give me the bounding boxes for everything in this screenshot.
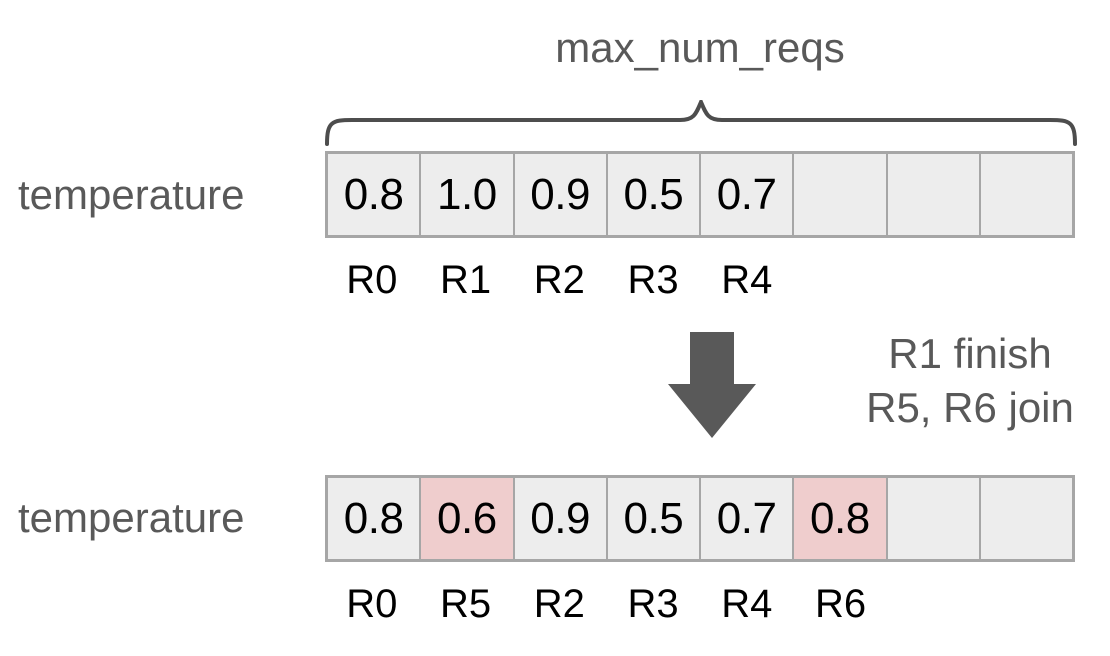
temperature-buffer-before: 0.8 1.0 0.9 0.5 0.7 — [325, 151, 1075, 238]
request-id-label: R4 — [721, 582, 773, 626]
request-id-label-empty — [888, 256, 982, 304]
buffer-cell-empty[interactable] — [887, 478, 981, 559]
page-title: max_num_reqs — [555, 24, 845, 71]
buffer-cell[interactable]: 0.9 — [514, 478, 608, 559]
buffer-cell-empty[interactable] — [980, 478, 1072, 559]
buffer-cell-empty[interactable] — [887, 154, 981, 235]
request-id-label-empty — [888, 580, 982, 628]
buffer-cell[interactable]: 1.0 — [421, 154, 515, 235]
buffer-cell[interactable]: 0.8 — [328, 154, 422, 235]
row-label-temperature-after: temperature — [18, 494, 245, 541]
buffer-cell[interactable]: 0.5 — [607, 478, 701, 559]
buffer-cell[interactable]: 0.8 — [328, 478, 422, 559]
buffer-cell[interactable]: 0.7 — [701, 478, 795, 559]
request-id-label-empty — [981, 256, 1075, 304]
request-id-label: R3 — [627, 258, 679, 302]
buffer-cell[interactable]: 0.9 — [514, 154, 608, 235]
buffer-cell-empty[interactable] — [980, 154, 1072, 235]
request-id-label: R6 — [815, 582, 867, 626]
transition-note-line: R5, R6 join — [866, 384, 1074, 431]
row-label-temperature-before: temperature — [18, 171, 245, 218]
curly-brace-horizontal-icon — [325, 100, 1077, 146]
request-id-label: R2 — [533, 258, 585, 302]
request-id-label: R5 — [440, 582, 492, 626]
transition-note: R1 finish R5, R6 join — [830, 327, 1110, 435]
request-id-label: R0 — [346, 582, 398, 626]
request-id-label: R0 — [346, 258, 398, 302]
request-id-label-empty — [981, 580, 1075, 628]
request-id-label: R1 — [440, 258, 492, 302]
buffer-cell[interactable]: 0.5 — [607, 154, 701, 235]
transition-note-line: R1 finish — [888, 330, 1052, 377]
request-id-label: R2 — [533, 582, 585, 626]
buffer-cell-highlighted[interactable]: 0.6 — [421, 478, 515, 559]
request-id-label: R4 — [721, 258, 773, 302]
buffer-cell[interactable]: 0.7 — [701, 154, 795, 235]
request-id-label-empty — [794, 256, 888, 304]
temperature-buffer-after: 0.8 0.6 0.9 0.5 0.7 0.8 — [325, 475, 1075, 562]
buffer-cell-empty[interactable] — [794, 154, 888, 235]
request-id-label: R3 — [627, 582, 679, 626]
buffer-cell-highlighted[interactable]: 0.8 — [794, 478, 888, 559]
request-id-labels-before: R0 R1 R2 R3 R4 — [325, 256, 1075, 304]
request-id-labels-after: R0 R5 R2 R3 R4 R6 — [325, 580, 1075, 628]
arrow-down-icon — [668, 332, 756, 438]
